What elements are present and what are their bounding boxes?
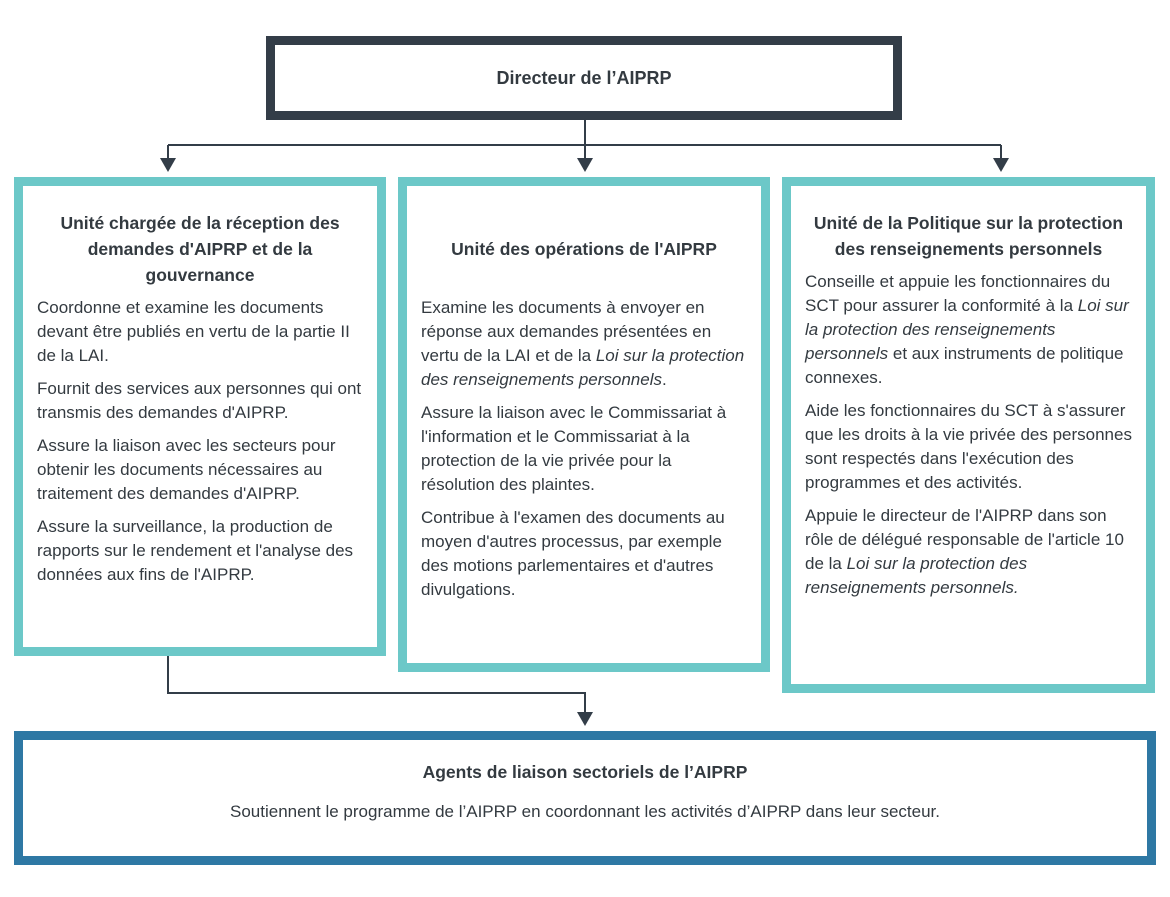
- paragraph-text: .: [661, 370, 667, 389]
- unit-title: Unité chargée de la réception des demand…: [60, 213, 340, 285]
- unit-paragraph: Assure la liaison avec les secteurs pour…: [37, 434, 363, 506]
- paragraph-text: Conseille et appuie les fonctionnaires d…: [805, 272, 1111, 315]
- director-title: Directeur de l’AIPRP: [496, 67, 672, 88]
- unit-paragraph: Examine les documents à envoyer en répon…: [421, 296, 747, 392]
- law-title-italic: Loi sur la protection des renseignements…: [805, 296, 1129, 363]
- unit-description: Examine les documents à envoyer en répon…: [421, 296, 747, 602]
- agents-title: Agents de liaison sectoriels de l’AIPRP: [422, 762, 748, 782]
- paragraph-text: Assure la surveillance, la production de…: [37, 517, 354, 584]
- arrow-to-agents: [577, 712, 593, 726]
- law-title-italic: Loi sur la protection des renseignements…: [805, 554, 1028, 597]
- paragraph-text: Examine les documents à envoyer en répon…: [421, 298, 712, 365]
- agents-description: Soutiennent le programme de l’AIPRP en c…: [230, 802, 940, 821]
- unit-paragraph: Assure la liaison avec le Commissariat à…: [421, 401, 747, 497]
- paragraph-text: Aide les fonctionnaires du SCT à s'assur…: [805, 401, 1132, 492]
- unit-box-intake-governance: Unité chargée de la réception des demand…: [14, 177, 386, 656]
- paragraph-text: Coordonne et examine les documents devan…: [37, 298, 350, 365]
- unit-paragraph: Assure la surveillance, la production de…: [37, 515, 363, 587]
- unit-paragraph: Conseille et appuie les fonctionnaires d…: [805, 270, 1132, 390]
- agents-box: Agents de liaison sectoriels de l’AIPRP …: [14, 731, 1156, 865]
- paragraph-text: Appuie le directeur de l'AIPRP dans son …: [805, 506, 1124, 573]
- unit-paragraph: Contribue à l'examen des documents au mo…: [421, 506, 747, 602]
- director-box: Directeur de l’AIPRP: [266, 36, 902, 120]
- unit-paragraph: Appuie le directeur de l'AIPRP dans son …: [805, 504, 1132, 600]
- paragraph-text: Assure la liaison avec les secteurs pour…: [37, 436, 336, 503]
- arrow-to-unit-1: [160, 158, 176, 172]
- unit-title: Unité des opérations de l'AIPRP: [451, 239, 717, 259]
- paragraph-text: et aux instruments de politique connexes…: [805, 344, 1124, 387]
- unit-box-privacy-policy: Unité de la Politique sur la protection …: [782, 177, 1155, 693]
- arrow-to-unit-3: [993, 158, 1009, 172]
- unit-box-operations: Unité des opérations de l'AIPRP Examine …: [398, 177, 770, 672]
- paragraph-text: Assure la liaison avec le Commissariat à…: [421, 403, 727, 494]
- unit-title: Unité de la Politique sur la protection …: [813, 213, 1124, 259]
- paragraph-text: Fournit des services aux personnes qui o…: [37, 379, 362, 422]
- unit-paragraph: Coordonne et examine les documents devan…: [37, 296, 363, 368]
- arrow-to-unit-2: [577, 158, 593, 172]
- unit-paragraph: Fournit des services aux personnes qui o…: [37, 377, 363, 425]
- law-title-italic: Loi sur la protection des renseignements…: [421, 346, 745, 389]
- unit-paragraph: Aide les fonctionnaires du SCT à s'assur…: [805, 399, 1132, 495]
- paragraph-text: Contribue à l'examen des documents au mo…: [421, 508, 725, 599]
- unit-description: Coordonne et examine les documents devan…: [37, 296, 363, 587]
- unit-description: Conseille et appuie les fonctionnaires d…: [805, 270, 1132, 600]
